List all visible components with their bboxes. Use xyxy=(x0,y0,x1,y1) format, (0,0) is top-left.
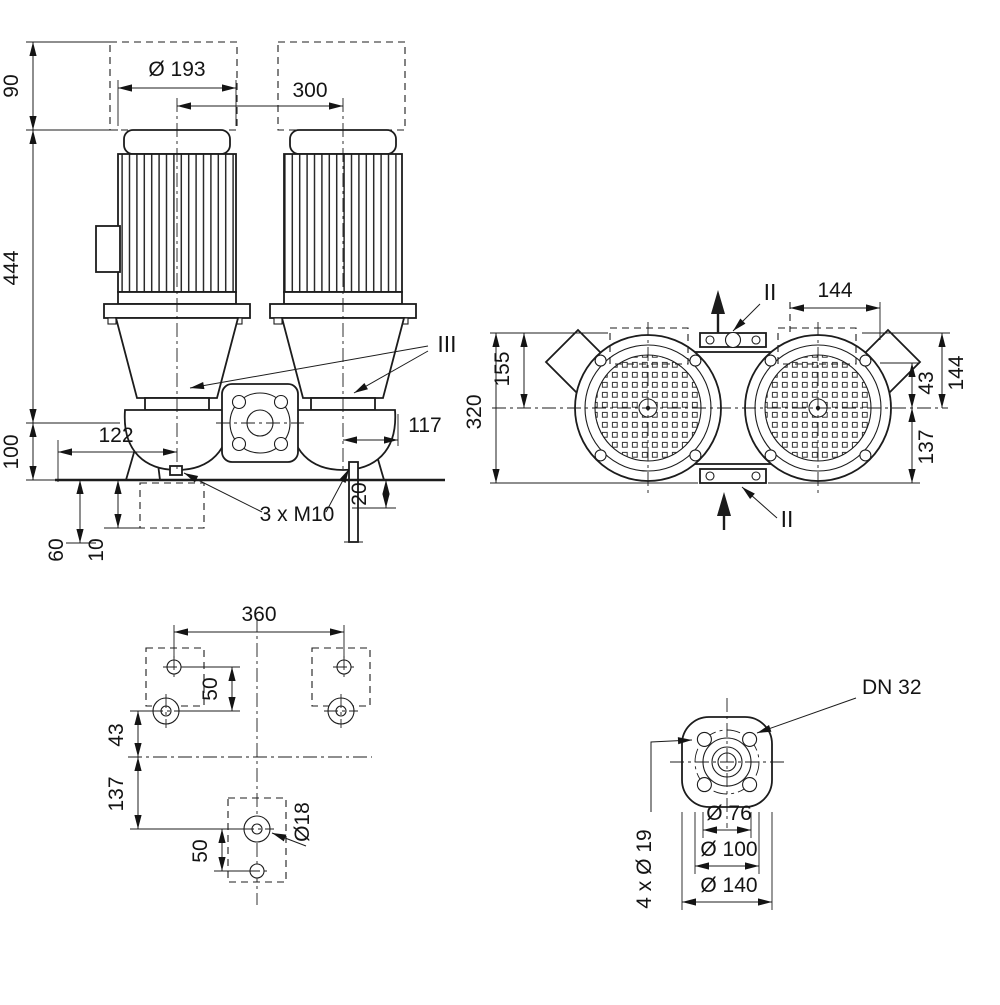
dim-label-10: 10 xyxy=(85,538,108,561)
dim-label-144-right: 144 xyxy=(945,355,968,390)
dim-heights-left: 90 444 100 xyxy=(0,41,120,481)
dim-label-137: 137 xyxy=(915,429,938,464)
dim-label-50-bottom: 50 xyxy=(189,839,212,862)
dim-label-18: Ø18 xyxy=(291,802,314,842)
section-label-II-bottom: II xyxy=(781,506,794,532)
foundation-pad-dashed xyxy=(139,482,205,529)
dim-pump-spacing: 300 xyxy=(177,79,343,110)
dim-label-122: 122 xyxy=(98,424,133,447)
dim-label-444: 444 xyxy=(0,250,23,285)
junction-box-left-dashed xyxy=(609,327,689,365)
motor-left xyxy=(95,129,251,411)
dims-left-side: 155 320 xyxy=(463,332,698,484)
front-view: Ø 193 300 90 444 100 122 xyxy=(0,41,457,562)
dim-43-137: 43 137 xyxy=(105,710,226,830)
dim-label-320: 320 xyxy=(463,394,486,429)
dims-right-side: 43 144 137 xyxy=(768,332,968,484)
dim-360: 360 xyxy=(173,603,345,658)
bolt-hole xyxy=(696,731,712,747)
dim-hole-18: Ø18 xyxy=(271,802,314,847)
junction-box-right-dashed xyxy=(777,327,857,365)
dim-label-60: 60 xyxy=(45,538,68,561)
dim-label-76: Ø 76 xyxy=(706,802,752,825)
dim-label-50-top: 50 xyxy=(199,677,222,700)
foundation-view: 360 50 43 137 50 Ø18 xyxy=(105,603,372,905)
dim-label-360: 360 xyxy=(241,603,276,626)
bolt-holes-top-left xyxy=(149,656,185,728)
note-label-m10: 3 x M10 xyxy=(260,503,335,526)
label-dn32: DN 32 xyxy=(756,676,922,734)
dim-dia-100: Ø 100 xyxy=(694,812,760,874)
flange-view: DN 32 4 x Ø 19 Ø 76 Ø 100 Ø 140 xyxy=(633,676,922,910)
top-view: II II 144 43 144 137 xyxy=(463,279,968,532)
flow-arrow-top xyxy=(711,290,725,333)
dim-20: 20 xyxy=(348,480,396,509)
dim-50-top: 50 xyxy=(181,666,240,712)
section-marker-III: III xyxy=(189,331,457,394)
section-label-II-top: II xyxy=(764,279,777,305)
dim-label-144-top: 144 xyxy=(817,279,852,302)
dim-label-43: 43 xyxy=(105,723,128,746)
section-label-III: III xyxy=(437,331,456,357)
port-flange-top xyxy=(699,331,767,349)
dim-label-100: Ø 100 xyxy=(700,838,757,861)
dim-label-155: 155 xyxy=(491,351,514,386)
section-marker-II-top: II xyxy=(732,279,777,332)
dim-label-193: Ø 193 xyxy=(148,58,205,81)
bolt-hole xyxy=(273,394,289,410)
drain-plug-left xyxy=(169,465,183,476)
dim-label-140: Ø 140 xyxy=(700,874,757,897)
bolt-holes-top-right xyxy=(324,656,358,728)
bolt-holes-bottom xyxy=(240,815,274,879)
bolt-holes-label: 4 x Ø 19 xyxy=(633,829,656,908)
dim-60-10: 60 10 xyxy=(45,480,142,562)
dim-117: 117 xyxy=(343,414,442,446)
bolt-hole xyxy=(742,777,758,793)
dim-label-90: 90 xyxy=(0,74,23,97)
bolt-hole xyxy=(273,436,289,452)
dim-label-20: 20 xyxy=(348,482,371,505)
dim-label-137: 137 xyxy=(105,776,128,811)
label-bolt-holes: 4 x Ø 19 xyxy=(633,737,693,909)
flow-arrow-bottom xyxy=(717,492,731,530)
anchor-pad-top-left-dashed xyxy=(145,647,205,707)
dim-122: 122 xyxy=(57,424,177,482)
dn-label: DN 32 xyxy=(862,676,922,699)
bolt-hole xyxy=(231,436,247,452)
terminal-box xyxy=(95,225,121,273)
motor-clearance-left-dashed xyxy=(109,41,238,131)
port-flange-bottom xyxy=(699,468,767,484)
dim-motor-diameter: Ø 193 xyxy=(117,58,237,126)
dim-label-100: 100 xyxy=(0,434,23,469)
note-drain-threads: 3 x M10 xyxy=(183,468,350,526)
dim-label-300: 300 xyxy=(292,79,327,102)
section-marker-II-bottom: II xyxy=(741,486,794,532)
bolt-hole xyxy=(742,731,758,747)
dim-50-bottom: 50 xyxy=(189,828,248,872)
dim-label-117: 117 xyxy=(408,414,441,437)
dim-dia-76: Ø 76 xyxy=(702,802,752,838)
bolt-hole xyxy=(696,777,712,793)
dim-144-top: 144 xyxy=(789,279,881,340)
dim-label-43: 43 xyxy=(915,371,938,394)
dim-dia-140: Ø 140 xyxy=(681,812,773,910)
bolt-hole xyxy=(231,394,247,410)
